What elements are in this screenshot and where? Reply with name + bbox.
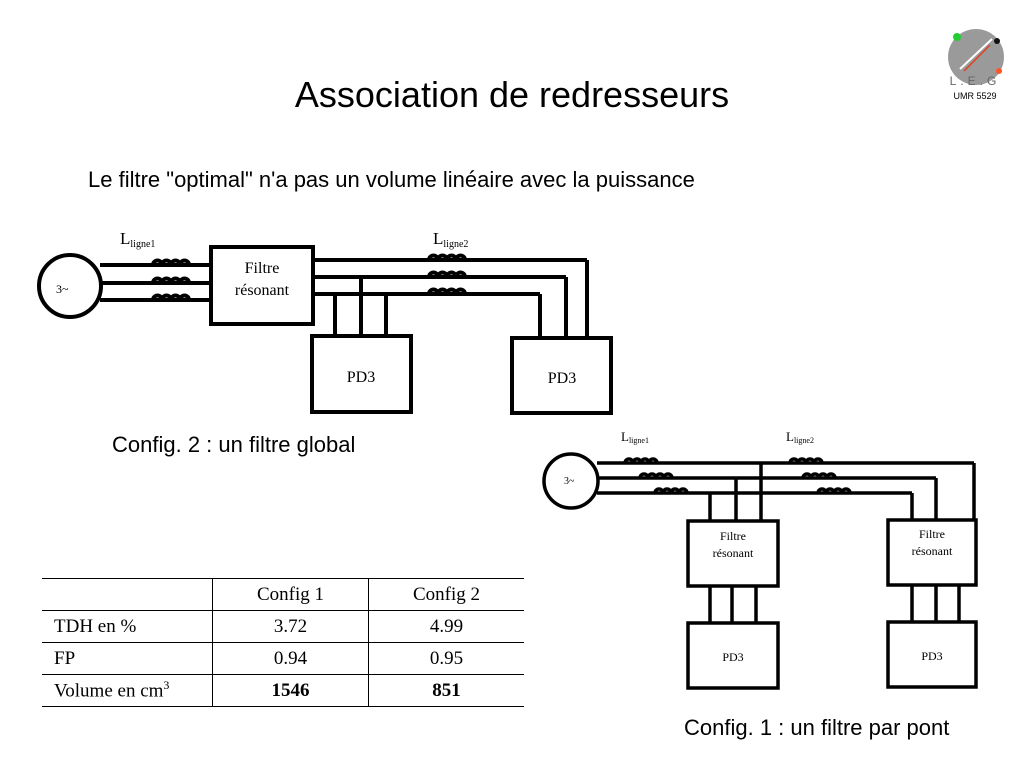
logo-umr: UMR 5529 [953, 91, 997, 101]
page-title: Association de redresseurs [294, 74, 730, 115]
source-label: 3~ [56, 282, 69, 296]
caption-config1: Config. 1 : un filtre par pont [684, 715, 950, 740]
l2-label-2: Lligne2 [786, 429, 814, 445]
source-label-2: 3~ [564, 476, 575, 487]
row-label: FP [42, 642, 213, 675]
pd3-box-b [510, 336, 613, 415]
logo-text: L.E.G [949, 74, 1001, 88]
row-label-sup: 3 [163, 678, 170, 693]
pd3-label-b: PD3 [548, 370, 576, 387]
row-label: Volume en cm3 [42, 674, 213, 707]
table-row: TDH en % 3.72 4.99 [42, 610, 524, 643]
filter-b-label-2: résonant [912, 544, 953, 558]
table-row: FP 0.94 0.95 [42, 642, 524, 675]
table-header-cell [42, 578, 213, 611]
cell-value: 851 [368, 674, 524, 707]
source-3phase [37, 253, 103, 319]
l2-label: Lligne2 [433, 229, 468, 250]
row-label-text: Volume en cm [54, 680, 164, 702]
l1-label: Lligne1 [120, 229, 155, 250]
filter-a-label-1: Filtre [720, 529, 746, 543]
subtitle: Le filtre "optimal" n'a pas un volume li… [88, 167, 695, 192]
cell-value: 3.72 [212, 610, 369, 643]
caption-config2: Config. 2 : un filtre global [112, 432, 356, 457]
cell-value: 0.95 [368, 642, 524, 675]
source-3phase-2 [542, 452, 600, 510]
filter-box-b [886, 518, 978, 587]
filter-b-label-1: Filtre [919, 527, 945, 541]
row-label: TDH en % [42, 610, 213, 643]
diagram-config2 [37, 245, 613, 415]
table-header-cell: Config 1 [212, 578, 369, 611]
pd3-box-d [886, 620, 978, 689]
pd3-box-a [310, 334, 413, 414]
cell-value: 4.99 [368, 610, 524, 643]
filter-a-label-2: résonant [713, 546, 754, 560]
l1-label-2: Lligne1 [621, 429, 649, 445]
comparison-table: Config 1 Config 2 TDH en % 3.72 4.99 FP … [42, 578, 524, 707]
cell-value: 1546 [212, 674, 369, 707]
table-row: Volume en cm3 1546 851 [42, 674, 524, 707]
pd3-label-d: PD3 [921, 649, 942, 663]
filter-label-2: résonant [235, 282, 290, 299]
filter-label-1: Filtre [245, 260, 280, 277]
pd3-label-c: PD3 [722, 650, 743, 664]
diagram-config1 [542, 452, 978, 690]
table-header-row: Config 1 Config 2 [42, 578, 524, 611]
pd3-label-a: PD3 [347, 369, 375, 386]
table-header-cell: Config 2 [368, 578, 524, 611]
pd3-box-c [686, 621, 780, 690]
filter-box [209, 245, 315, 326]
cell-value: 0.94 [212, 642, 369, 675]
leg-logo-icon [948, 29, 1004, 85]
